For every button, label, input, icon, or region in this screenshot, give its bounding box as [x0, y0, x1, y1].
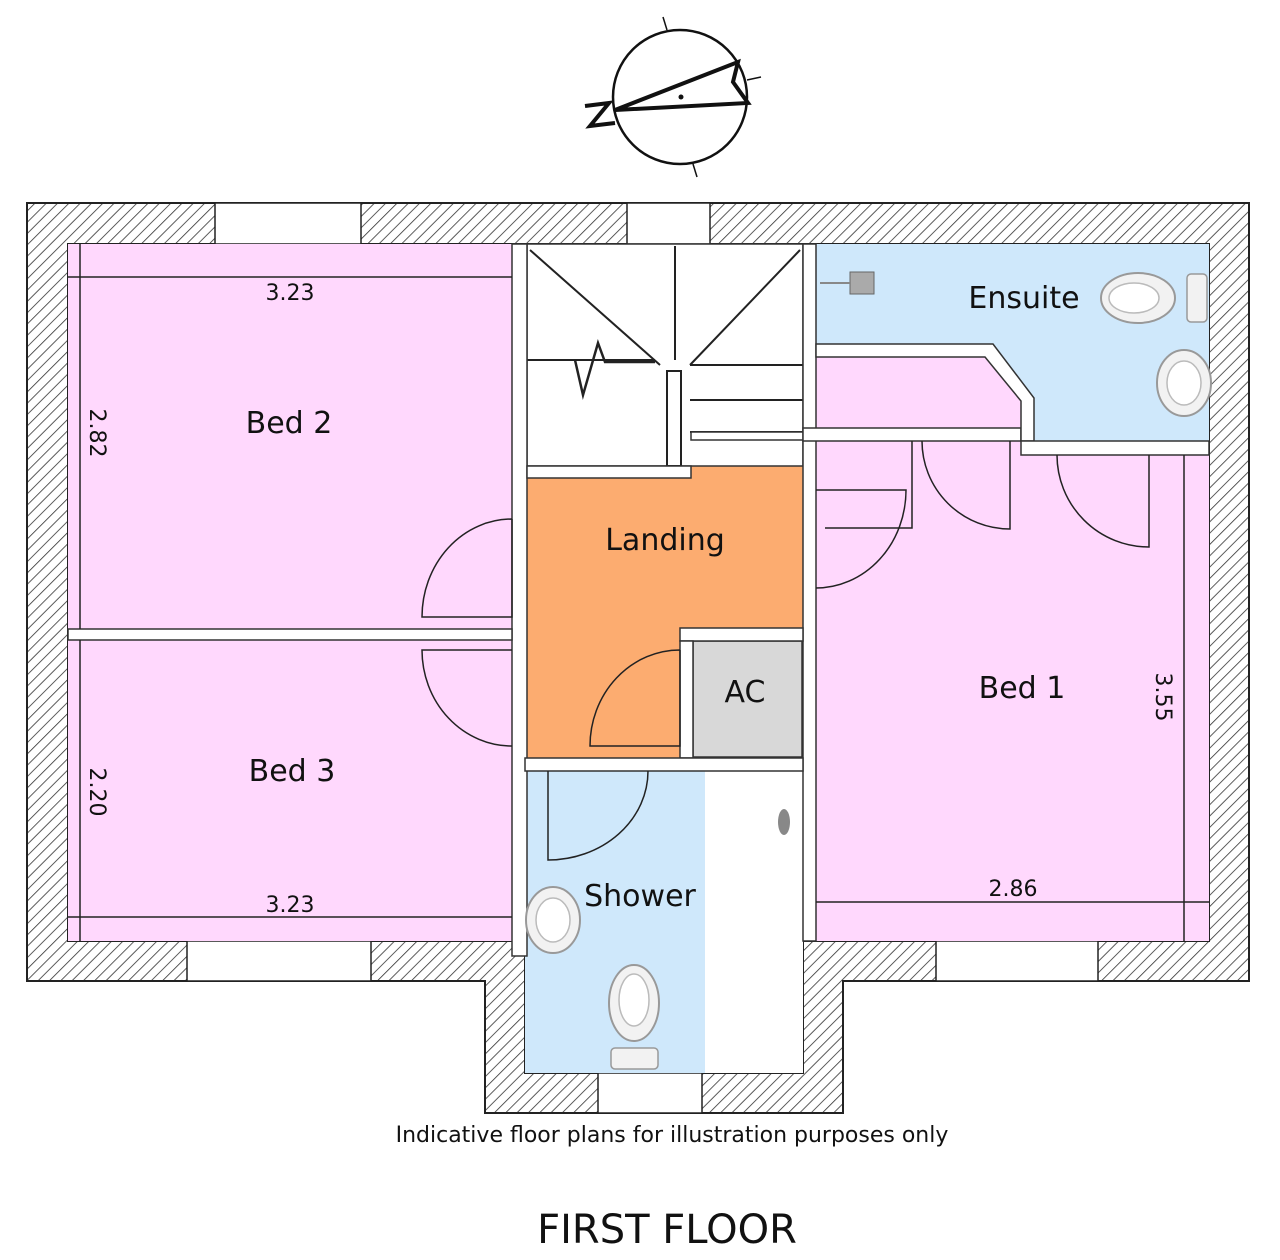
shower-basin-icon	[525, 886, 581, 954]
room-label-shower: Shower	[584, 879, 696, 914]
dimension-bed3-depth: 2.20	[84, 768, 109, 817]
shower-toilet-icon	[608, 964, 660, 1070]
dimension-lines	[68, 244, 1209, 941]
room-label-ac: AC	[725, 675, 766, 710]
internal-walls	[67, 243, 1210, 957]
shower-drain-icon	[778, 809, 790, 835]
doors	[421, 440, 1150, 861]
north-arrow-icon	[584, 16, 762, 178]
room-label-bed2: Bed 2	[246, 406, 333, 441]
bed3-area	[68, 640, 512, 941]
bed1-area	[816, 441, 1209, 941]
ensuite-shower-head-icon	[820, 271, 875, 295]
outer-walls	[26, 202, 1250, 1114]
airing-cupboard	[692, 640, 803, 758]
disclaimer-text: Indicative floor plans for illustration …	[396, 1123, 949, 1148]
window	[214, 202, 362, 245]
window	[626, 202, 711, 245]
room-label-bed3: Bed 3	[249, 754, 336, 789]
window	[597, 1072, 703, 1114]
dimension-bed3-width: 3.23	[266, 893, 315, 918]
bed2-area	[68, 244, 512, 629]
staircase	[526, 243, 804, 467]
window	[935, 940, 1099, 982]
dimension-bed1-depth: 3.55	[1150, 673, 1175, 722]
window	[186, 940, 372, 982]
landing-area	[527, 440, 803, 758]
ensuite-toilet-icon	[1100, 272, 1208, 324]
room-label-landing: Landing	[605, 523, 725, 558]
floor-title: FIRST FLOOR	[537, 1207, 797, 1253]
ensuite-basin-icon	[1156, 349, 1212, 417]
dimension-bed2-depth: 2.82	[84, 409, 109, 458]
dimension-bed1-width: 2.86	[989, 877, 1038, 902]
room-label-ensuite: Ensuite	[968, 281, 1079, 316]
room-label-bed1: Bed 1	[979, 671, 1066, 706]
wardrobe-area	[816, 357, 1021, 428]
dimension-bed2-width: 3.23	[266, 281, 315, 306]
